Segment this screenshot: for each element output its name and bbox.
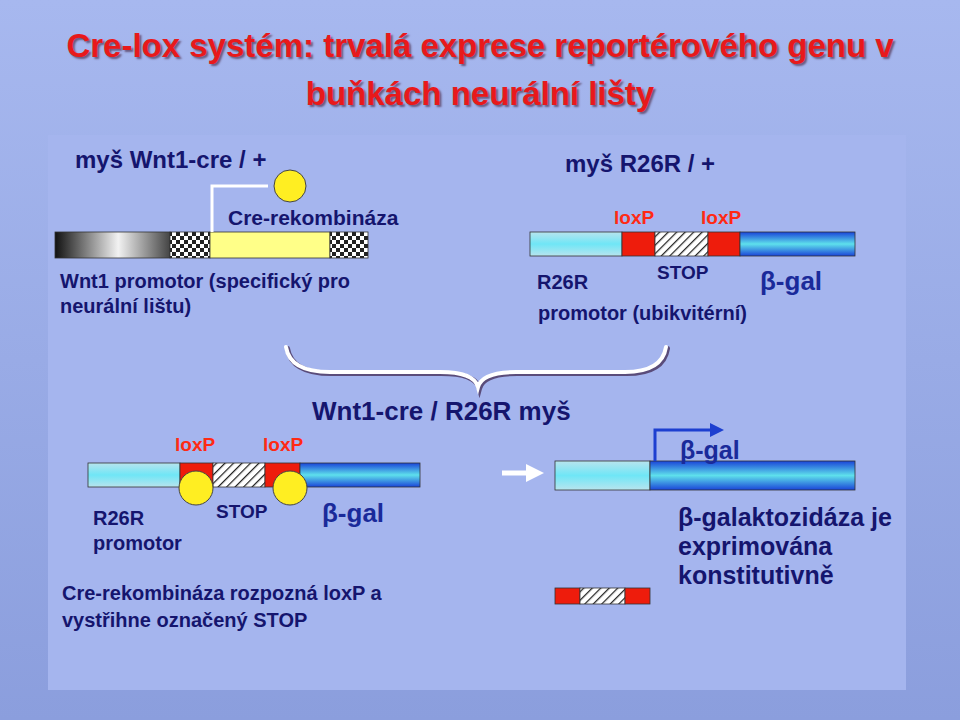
promoter-label: promotor (ubikvitérní) [538,302,747,325]
stop-label: STOP [216,501,267,523]
site-name: loxP [701,207,741,229]
panel [48,135,906,690]
gene-name: β-gal [322,499,384,529]
gene-name: β-gal [760,267,822,297]
reaction-arrow [502,464,544,482]
promoter-name: R26R [537,271,588,294]
gene-name: Cre-rekombináza [228,206,398,230]
mouse-genotype: myš R26R / + [565,150,715,178]
promoter-label: R26R promotor [93,506,213,556]
r26r-construct-with-cre [88,463,420,487]
promoter-label: Wnt1 promotor (specifický pro neurální l… [60,269,410,319]
recombined-construct [555,461,855,490]
gene-name: β-gal [680,436,740,465]
cre-protein [179,471,213,505]
note: Cre-rekombináza rozpozná loxP a vystřihn… [62,580,462,634]
cre-protein [274,170,306,202]
cre-protein [273,471,307,505]
note: β-galaktozidáza je exprimována konstitut… [678,503,918,590]
stop-label: STOP [657,262,708,284]
excised-stop-fragment [555,588,650,604]
brace [286,347,668,389]
mouse-genotype: myš Wnt1-cre / + [75,146,266,174]
site-name: loxP [263,434,303,456]
mouse-genotype: Wnt1-cre / R26R myš [312,397,571,427]
slide-title: Cre-lox systém: trvalá exprese reportéro… [40,22,920,118]
wnt1-cre-construct [55,232,368,258]
site-name: loxP [175,434,215,456]
r26r-construct [530,232,855,256]
site-name: loxP [614,207,654,229]
